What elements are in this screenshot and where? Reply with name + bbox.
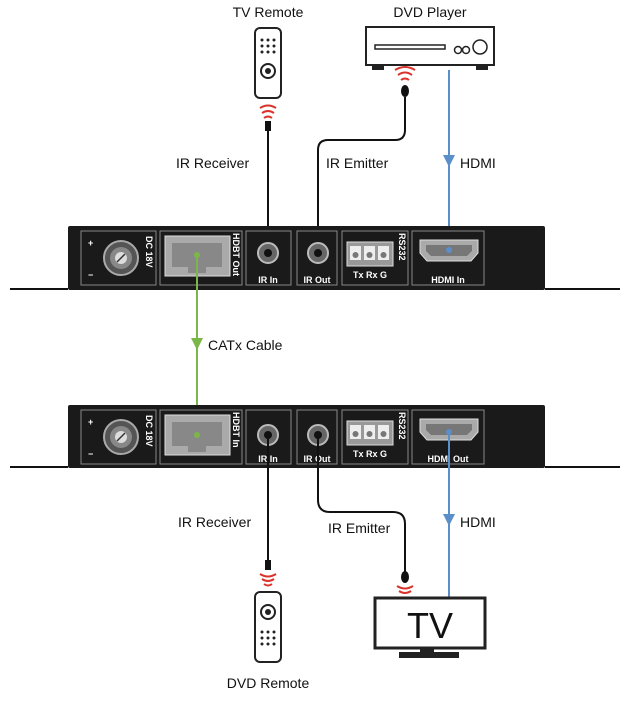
receiver-panel: + − DC 18V HDBT In IR In IR Out xyxy=(10,405,620,468)
hdbt-label: HDBT Out xyxy=(231,233,241,276)
hdmi-label: HDMI xyxy=(460,155,496,171)
rs232-terminal xyxy=(346,241,394,267)
dvd-player-icon xyxy=(365,26,495,70)
svg-text:+: + xyxy=(88,417,93,427)
ir-in-jack xyxy=(257,242,279,264)
ir-emitter-label: IR Emitter xyxy=(326,155,389,171)
dc-label: DC 18V xyxy=(144,236,154,268)
ir-signal-icon xyxy=(394,66,416,81)
rs232-terminal xyxy=(346,420,394,446)
tv-remote-label: TV Remote xyxy=(233,4,304,20)
ir-receiver-label: IR Receiver xyxy=(178,514,251,530)
ir-emitter-cable xyxy=(317,435,406,572)
ir-out-jack xyxy=(307,242,329,264)
rs232-label: RS232 xyxy=(397,233,407,261)
dvd-remote-icon xyxy=(254,591,282,663)
hdmi-arrow-icon xyxy=(443,155,455,167)
hdbt-label: HDBT In xyxy=(231,412,241,448)
dvd-player-label: DVD Player xyxy=(393,4,466,20)
ir-signal-icon xyxy=(259,573,277,587)
ir-emitter-head xyxy=(401,85,409,97)
ir-signal-icon xyxy=(259,104,277,119)
svg-text:−: − xyxy=(88,449,93,459)
hdmi-label: HDMI xyxy=(460,514,496,530)
tv-label: TV xyxy=(407,605,453,646)
ir-signal-icon xyxy=(396,585,414,594)
rs232-pins-label: Tx Rx G xyxy=(353,449,387,459)
ir-out-label: IR Out xyxy=(304,275,331,285)
transmitter-panel: + − DC 18V HDBT Out IR In IR Out xyxy=(10,226,620,290)
catx-label: CATx Cable xyxy=(208,337,283,353)
rs232-pins-label: Tx Rx G xyxy=(353,270,387,280)
tv-icon xyxy=(373,596,487,658)
dc-label: DC 18V xyxy=(144,415,154,447)
ir-receiver-sensor xyxy=(265,560,271,570)
hdmi-arrow-icon xyxy=(443,514,455,526)
ir-emitter-label: IR Emitter xyxy=(328,520,391,536)
ir-emitter-head xyxy=(401,571,409,583)
svg-text:+: + xyxy=(88,238,93,248)
ir-in-label: IR In xyxy=(258,275,278,285)
dvd-remote-label: DVD Remote xyxy=(227,675,310,691)
dc-power-jack xyxy=(103,419,139,455)
dc-power-jack xyxy=(103,240,139,276)
ir-receiver-label: IR Receiver xyxy=(176,155,249,171)
ir-emitter-cable xyxy=(317,97,406,253)
hdmi-in-label: HDMI In xyxy=(431,275,465,285)
svg-text:−: − xyxy=(88,270,93,280)
tv-remote-icon xyxy=(254,27,282,99)
ir-receiver-sensor xyxy=(265,121,271,131)
catx-arrow-icon xyxy=(191,338,203,350)
rs232-label: RS232 xyxy=(397,412,407,440)
